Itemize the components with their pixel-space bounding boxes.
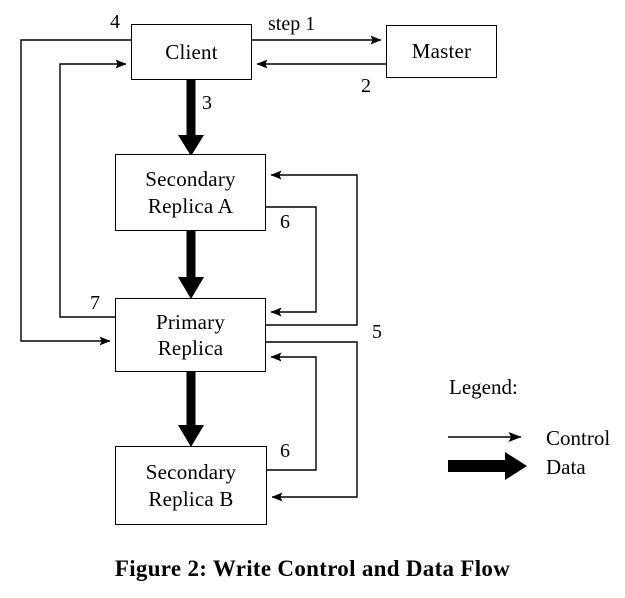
- node-primary-replica-label-line1: Primary: [155, 309, 226, 334]
- edge-label-2: 2: [361, 75, 371, 97]
- node-client-label: Client: [165, 39, 218, 64]
- control-edge-primary-to-client: [59, 59, 127, 318]
- control-edge-primary-to-secondary-b: [266, 341, 358, 502]
- node-master[interactable]: Master: [386, 25, 497, 78]
- control-edge-primary-to-secondary-a: [266, 170, 358, 326]
- node-secondary-replica-a[interactable]: Secondary Replica A: [115, 154, 266, 231]
- edge-label-6-lower: 6: [280, 440, 290, 462]
- control-edge-secondary-b-to-primary: [267, 352, 317, 471]
- node-primary-replica-label-line2: Replica: [157, 336, 224, 360]
- edge-label-step-1: step 1: [268, 13, 316, 35]
- legend-title: Legend:: [449, 375, 518, 399]
- legend-data-label: Data: [546, 455, 586, 479]
- node-primary-replica[interactable]: Primary Replica: [115, 298, 266, 372]
- legend-data-arrow-sample: [448, 452, 527, 480]
- control-edge-secondary-a-to-primary: [266, 206, 317, 317]
- edge-label-4: 4: [110, 11, 120, 33]
- legend-control-label: Control: [546, 426, 611, 450]
- data-edge-client-to-secondary-a: [178, 80, 204, 156]
- data-edge-primary-to-secondary-b: [178, 372, 204, 447]
- control-edge-client-to-primary: [20, 39, 131, 346]
- edge-label-6-upper: 6: [280, 211, 290, 233]
- node-secondary-replica-b-label-line2: Replica B: [148, 486, 234, 511]
- node-secondary-replica-b[interactable]: Secondary Replica B: [115, 446, 267, 525]
- data-edge-secondary-a-to-primary: [178, 231, 204, 299]
- node-secondary-replica-a-label-line1: Secondary: [145, 167, 236, 192]
- edge-label-7: 7: [90, 292, 100, 314]
- node-client[interactable]: Client: [131, 24, 252, 80]
- figure-caption: Figure 2: Write Control and Data Flow: [114, 556, 511, 581]
- node-master-label: Master: [411, 39, 472, 64]
- node-secondary-replica-a-label-line2: Replica A: [147, 193, 234, 218]
- edge-label-3: 3: [202, 92, 212, 114]
- edge-label-5: 5: [372, 321, 382, 343]
- node-secondary-replica-b-label-line1: Secondary: [145, 460, 237, 485]
